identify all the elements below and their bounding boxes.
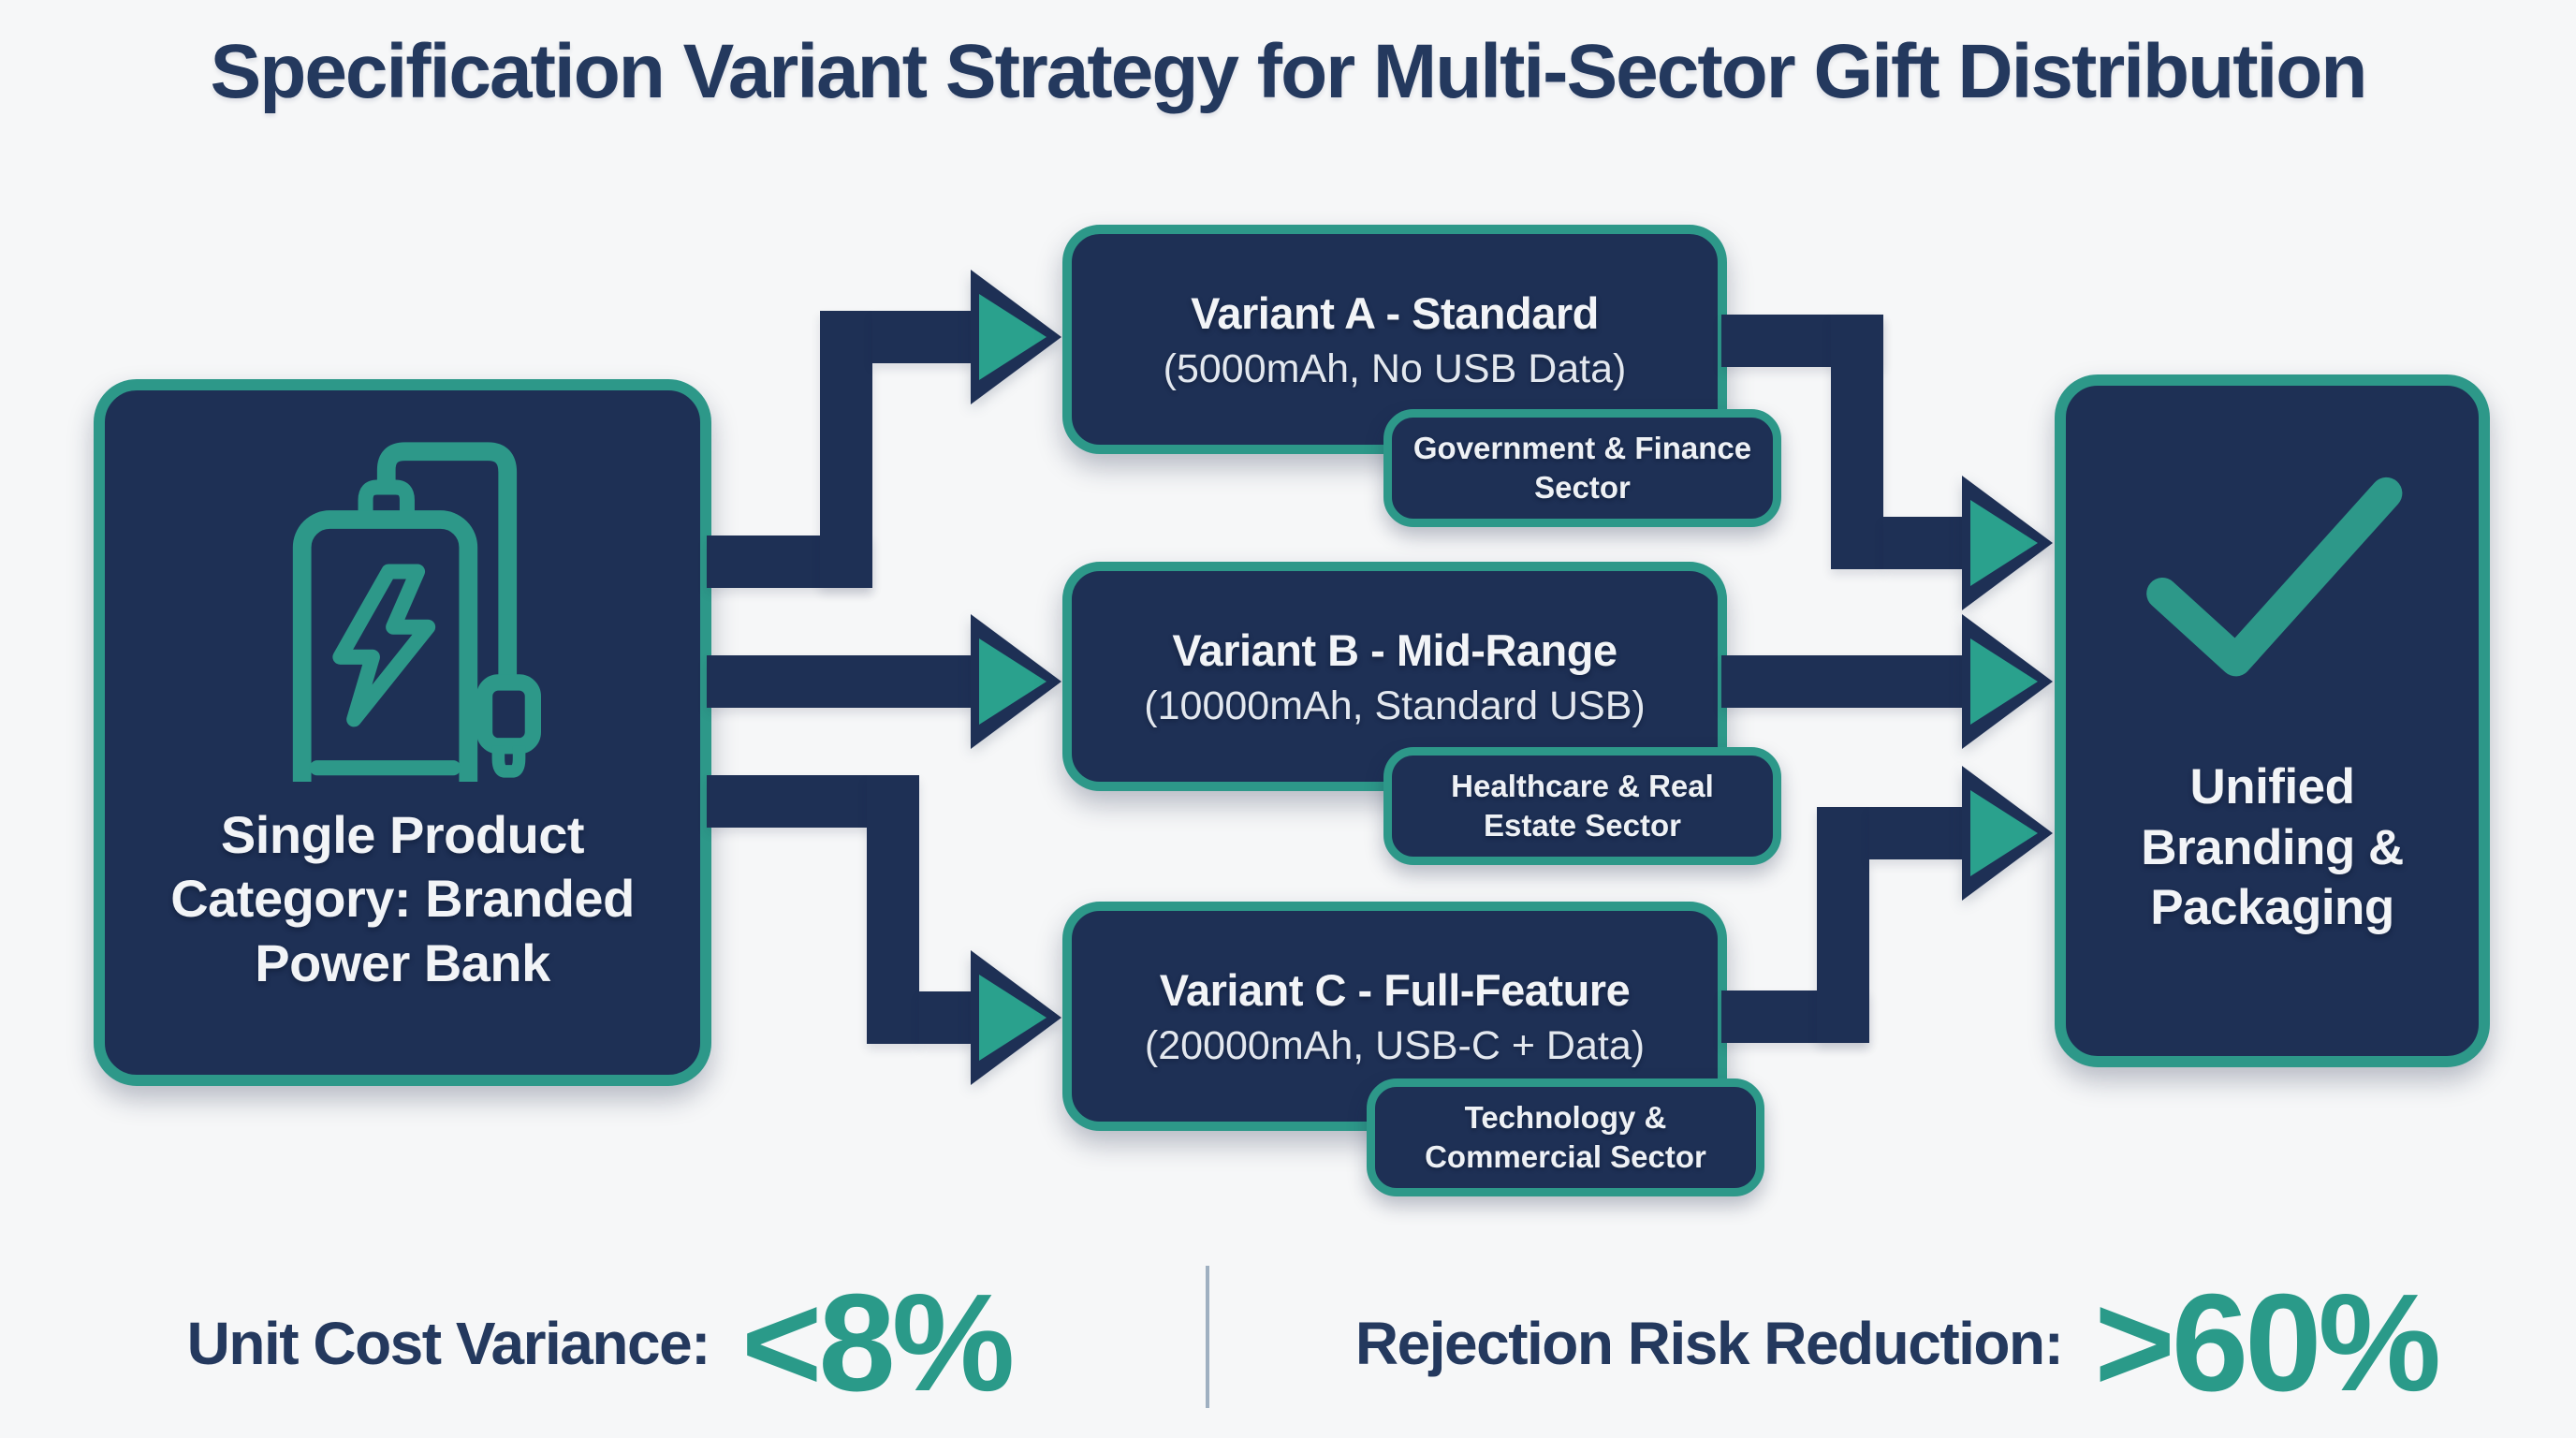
sector-tag-label: Technology & Commercial Sector [1425,1099,1706,1174]
outcome-label: Unified Branding & Packaging [2141,759,2404,936]
connector-bar [707,655,973,708]
stat-unit-cost-variance: Unit Cost Variance: <8% [0,1255,1198,1432]
variant-spec: (10000mAh, Standard USB) [1144,682,1646,728]
variant-c-sector-tag: Technology & Commercial Sector [1367,1078,1764,1196]
arrow-right-icon [1962,614,2053,749]
stats-row: Unit Cost Variance: <8% Rejection Risk R… [0,1255,2576,1432]
connector-bar [1869,807,1964,859]
connector-bar [919,991,973,1044]
arrow-right-icon [971,950,1061,1085]
source-label: Single Product Category: Branded Power B… [170,805,635,992]
variant-spec: (20000mAh, USB-C + Data) [1144,1022,1646,1068]
connector-bar [872,311,973,363]
arrow-right-icon [1962,476,2053,610]
checkmark-icon [2114,453,2432,692]
variant-b-sector-tag: Healthcare & Real Estate Sector [1383,747,1781,865]
sector-tag-label: Healthcare & Real Estate Sector [1451,768,1714,843]
connector-bar [1883,517,1964,569]
variant-a-sector-tag: Government & Finance Sector [1383,409,1781,527]
connector-bar [867,775,919,1044]
arrow-right-icon [971,270,1061,404]
connector-bar [820,311,872,588]
variant-name: Variant C - Full-Feature [1159,964,1631,1015]
stat-label: Unit Cost Variance: [186,1310,711,1377]
variant-spec: (5000mAh, No USB Data) [1163,345,1627,391]
connector-bar [1721,655,1964,708]
variant-name: Variant A - Standard [1191,287,1599,338]
connector-bar [707,775,872,828]
variant-name: Variant B - Mid-Range [1172,624,1617,675]
stat-rejection-risk-reduction: Rejection Risk Reduction: >60% [1217,1255,2576,1432]
stat-value: >60% [2094,1266,2441,1420]
arrow-right-icon [971,614,1061,749]
stat-divider [1206,1266,1209,1408]
arrow-right-icon [1962,766,2053,901]
power-bank-icon [215,435,590,825]
stat-value: <8% [740,1266,1015,1420]
connector-bar [1831,315,1883,569]
stat-label: Rejection Risk Reduction: [1354,1310,2064,1377]
connector-bar [1817,807,1869,1043]
page-title: Specification Variant Strategy for Multi… [210,29,2368,114]
outcome-box: Unified Branding & Packaging [2055,374,2490,1067]
source-box: Single Product Category: Branded Power B… [94,379,711,1086]
sector-tag-label: Government & Finance Sector [1412,430,1752,505]
